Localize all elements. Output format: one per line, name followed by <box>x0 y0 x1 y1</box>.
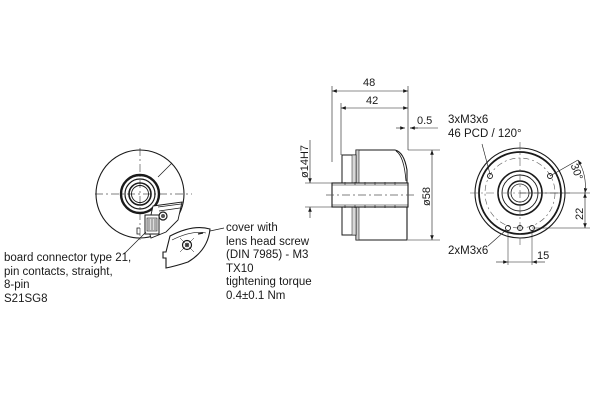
holes-top-line-2: 46 PCD / 120° <box>448 127 522 140</box>
dim-bore: ø14H7 <box>299 144 311 178</box>
side-view <box>305 86 440 241</box>
dim-hole-spacing: 15 <box>537 250 550 262</box>
dim-outer-diameter: ø58 <box>421 187 433 206</box>
cover-line-4: TX10 <box>226 262 254 275</box>
holes-top-callout: 3xM3x6 46 PCD / 120° <box>448 114 522 141</box>
cover-callout: cover with lens head screw (DIN 7985) - … <box>226 222 312 303</box>
connector-line-4: S21SG8 <box>4 292 48 305</box>
rear-view <box>470 142 590 265</box>
cover-line-1: cover with <box>226 222 278 234</box>
cover-piece <box>162 227 225 269</box>
cover-line-5: tightening torque <box>226 276 312 288</box>
cover-line-6: 0.4±0.1 Nm <box>226 289 286 302</box>
front-view <box>95 148 192 255</box>
connector-line-1: board connector type 21, <box>4 252 132 264</box>
dim-height-offset: 22 <box>574 207 586 220</box>
connector-line-3: 8-pin <box>4 279 30 291</box>
dim-overall-length: 48 <box>363 77 376 89</box>
connector-line-2: pin contacts, straight, <box>4 265 113 278</box>
holes-bottom-callout: 2xM3x6 <box>448 245 489 257</box>
dim-body-length: 42 <box>366 95 379 107</box>
cover-line-3: (DIN 7985) - M3 <box>226 249 309 261</box>
holes-top-line-1: 3xM3x6 <box>448 114 489 126</box>
cover-line-2: lens head screw <box>226 235 310 248</box>
connector-callout: board connector type 21, pin contacts, s… <box>4 252 131 306</box>
dim-flange-offset: 0.5 <box>417 115 433 127</box>
